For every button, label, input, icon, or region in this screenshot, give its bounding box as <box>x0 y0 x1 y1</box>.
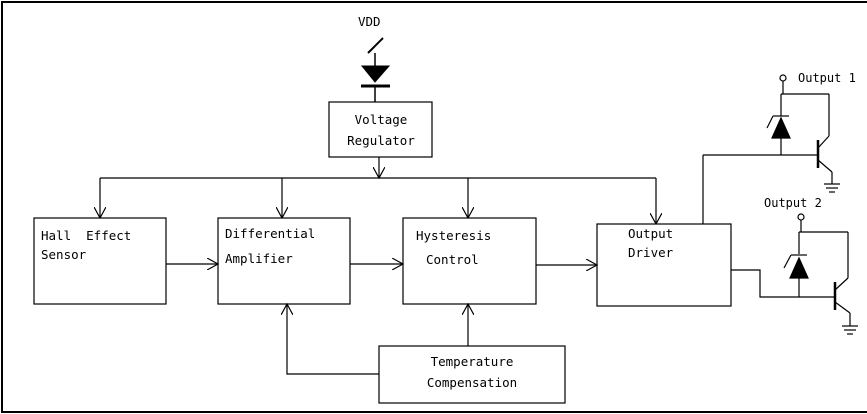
diff-amp-line1: Differential <box>225 226 315 241</box>
hysteresis-line2: Control <box>426 252 479 267</box>
output1-label: Output 1 <box>798 71 856 85</box>
hall-effect-sensor-block: Hall Effect Sensor <box>33 217 167 305</box>
output-driver-block: Output Driver <box>596 223 732 307</box>
differential-amplifier-block: Differential Amplifier <box>217 217 351 305</box>
output2-stage <box>731 213 858 335</box>
output-driver-line2: Driver <box>628 245 674 260</box>
power-bus <box>100 157 656 224</box>
output-driver-line1: Output <box>628 226 673 241</box>
voltage-regulator-block: Voltage Regulator <box>328 101 433 158</box>
voltage-regulator-line1: Voltage <box>355 112 408 127</box>
temp-comp-line1: Temperature <box>431 354 514 369</box>
vdd-label: VDD <box>358 14 381 29</box>
output1-stage <box>702 74 840 224</box>
hysteresis-line1: Hysteresis <box>416 228 491 243</box>
hall-sensor-line2: Sensor <box>41 247 87 262</box>
output2-label: Output 2 <box>764 196 822 210</box>
signal-arrows <box>166 264 597 265</box>
temperature-compensation-block: Temperature Compensation <box>378 345 566 404</box>
temp-comp-line2: Compensation <box>427 375 517 390</box>
hysteresis-control-block: Hysteresis Control <box>402 217 537 305</box>
hall-sensor-line1: Hall Effect <box>41 228 131 243</box>
voltage-regulator-line2: Regulator <box>347 133 415 148</box>
temp-compensation-arrows <box>287 304 468 375</box>
vdd-diode-icon <box>360 37 391 102</box>
diff-amp-line2: Amplifier <box>225 251 293 266</box>
